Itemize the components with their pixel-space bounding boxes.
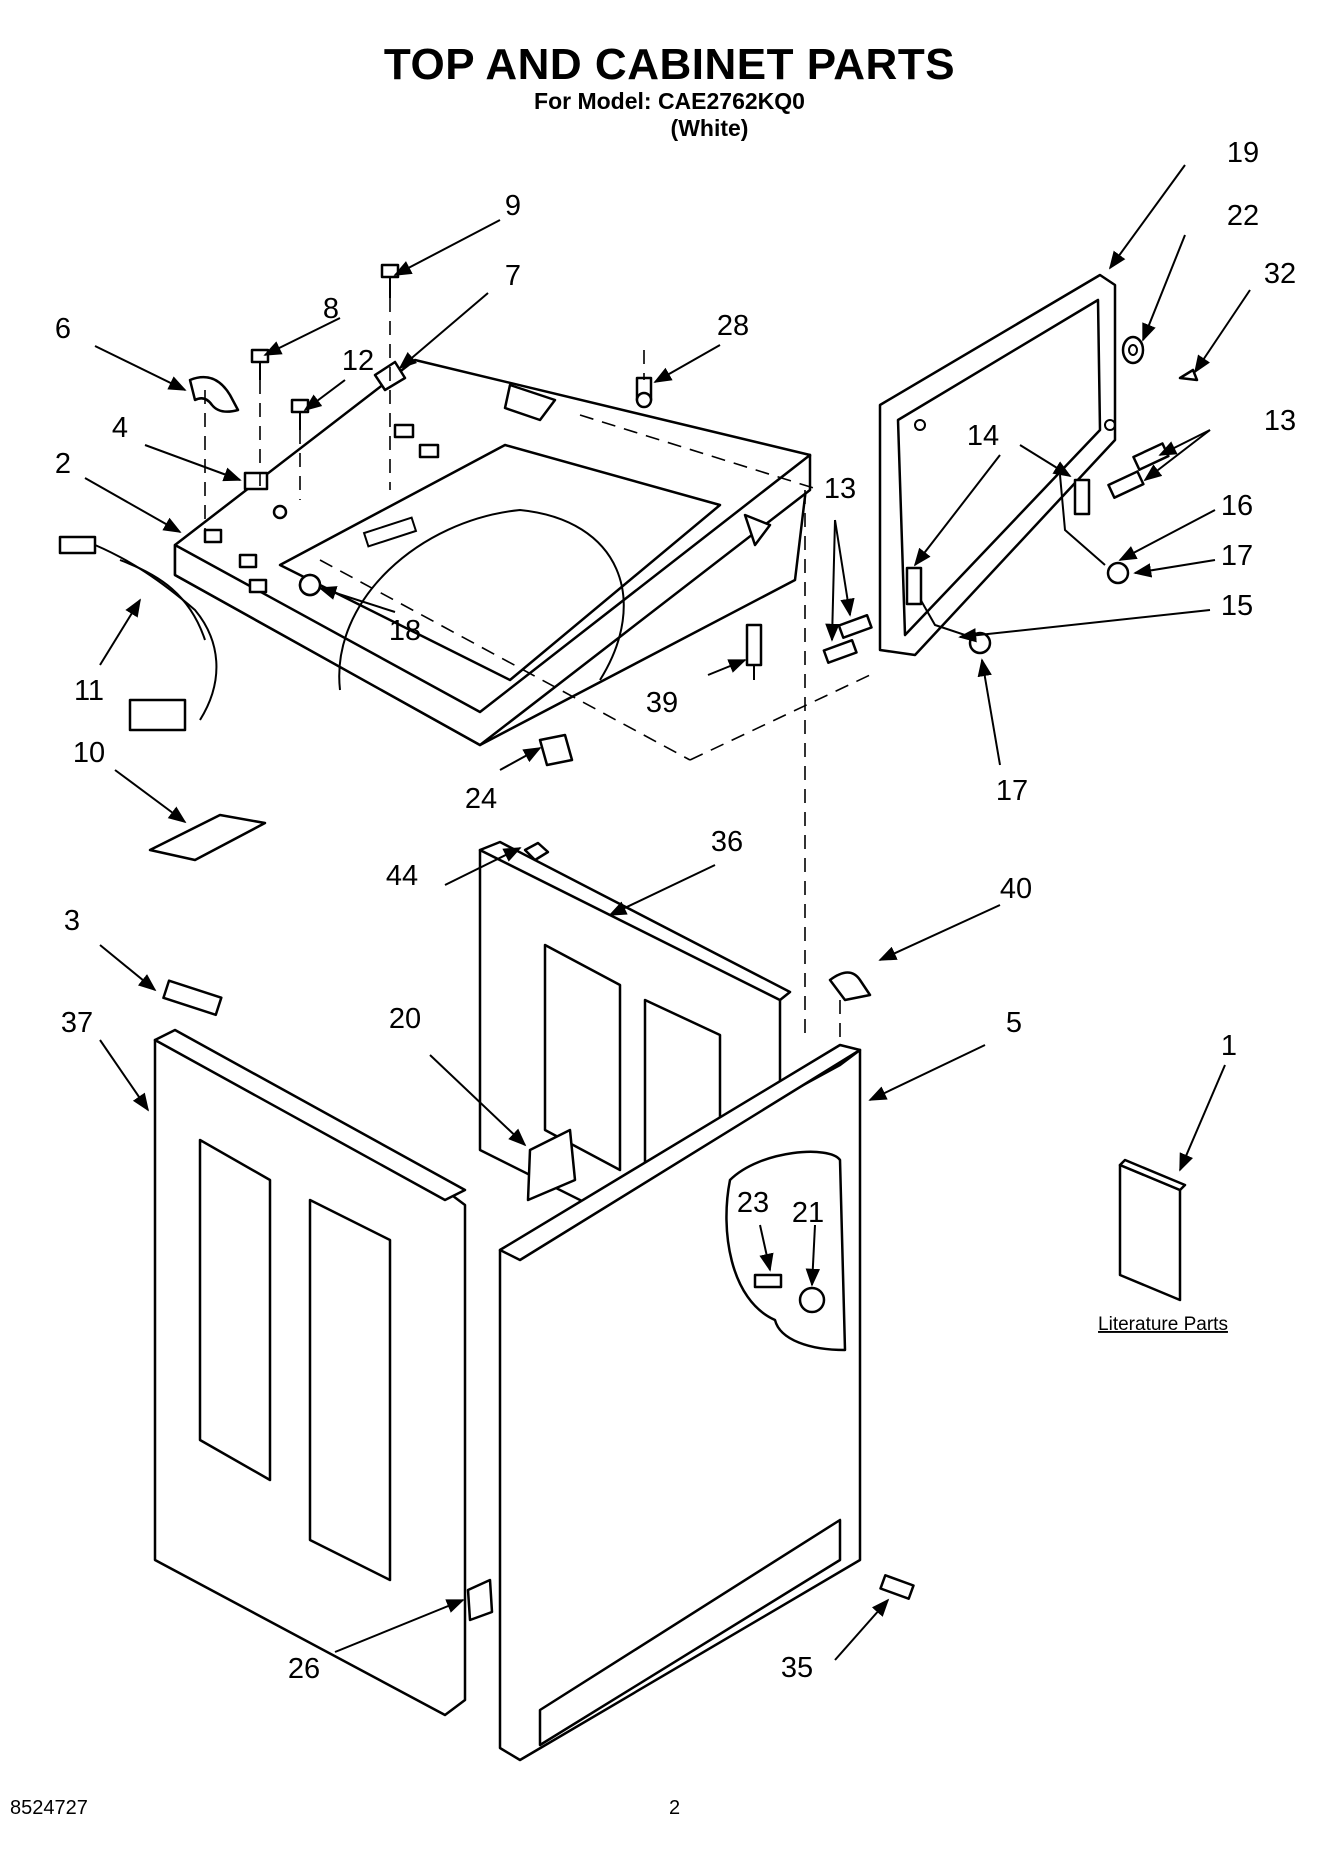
callout-5: 5	[1006, 1007, 1022, 1039]
callout-35: 35	[781, 1652, 813, 1684]
callout-37: 37	[61, 1007, 93, 1039]
front-panel-5	[498, 1043, 862, 1762]
callout-7: 7	[505, 260, 521, 292]
clip-6	[188, 375, 240, 413]
callout-18: 18	[389, 615, 421, 647]
screw-12	[290, 398, 310, 430]
callout-6: 6	[55, 313, 71, 345]
hinge-rod	[1059, 474, 1106, 566]
callout-21: 21	[792, 1197, 824, 1229]
grommet-18	[298, 573, 322, 597]
washer-top	[173, 358, 812, 747]
plug-32	[1178, 368, 1199, 382]
callout-1: 1	[1221, 1030, 1237, 1062]
literature-book	[1118, 1158, 1187, 1302]
screw-23	[753, 1273, 783, 1289]
bushing-22	[1121, 335, 1145, 365]
nut-44	[523, 841, 550, 862]
bushing-21	[798, 1286, 826, 1314]
callout-32: 32	[1264, 258, 1296, 290]
page-number: 2	[669, 1797, 681, 1819]
guide-line	[689, 674, 871, 761]
switch-39	[745, 623, 763, 680]
bolt-13-left	[822, 613, 873, 664]
callout-9: 9	[505, 190, 521, 222]
callout-labels: 1 2 3 4 5 6 7 8 9 10 11 12 13 13 14 15 1…	[55, 137, 1296, 1685]
callout-2: 2	[55, 448, 71, 480]
callout-16: 16	[1221, 490, 1253, 522]
clip-26	[466, 1578, 494, 1622]
callout-12: 12	[342, 345, 374, 377]
callout-14: 14	[967, 420, 999, 452]
callout-36: 36	[711, 826, 743, 858]
callout-22: 22	[1227, 200, 1259, 232]
callout-8: 8	[323, 293, 339, 325]
guide-line	[319, 559, 691, 761]
screw-9	[380, 263, 400, 298]
callout-40: 40	[1000, 873, 1032, 905]
hinge-bracket	[905, 566, 923, 606]
bracket-20	[526, 1128, 577, 1202]
document-number: 8524727	[10, 1797, 88, 1819]
nut-4	[243, 471, 269, 491]
callout-23: 23	[737, 1187, 769, 1219]
callout-11: 11	[74, 675, 104, 707]
label-10	[148, 813, 267, 862]
callout-10: 10	[73, 737, 105, 769]
callout-17-right: 17	[1221, 540, 1253, 572]
bolt-13-right	[1107, 442, 1170, 499]
screw-35	[879, 1574, 915, 1600]
lid-frame	[878, 273, 1117, 657]
bushing-17-a	[1106, 561, 1130, 585]
callout-28: 28	[717, 310, 749, 342]
callout-leaders	[84, 164, 1251, 1661]
pad-3	[162, 979, 223, 1017]
literature-parts-label: Literature Parts	[1098, 1314, 1228, 1335]
hinge-bracket	[1073, 478, 1091, 516]
callout-39: 39	[646, 687, 678, 719]
color-variant: (White)	[670, 115, 749, 141]
wire-harness-11	[58, 535, 218, 732]
foot-24	[538, 733, 574, 767]
guide-line	[579, 414, 821, 491]
callout-44: 44	[386, 860, 418, 892]
screw-28	[635, 376, 653, 409]
callout-24: 24	[465, 783, 497, 815]
callout-20: 20	[389, 1003, 421, 1035]
callout-19: 19	[1227, 137, 1259, 169]
left-side-panel-37	[153, 979, 494, 1717]
callout-4: 4	[112, 412, 128, 444]
callout-3: 3	[64, 905, 80, 937]
callout-15: 15	[1221, 590, 1253, 622]
model-line: For Model: CAE2762KQ0	[534, 88, 805, 114]
clip-40	[828, 971, 872, 1002]
callout-26: 26	[288, 1653, 320, 1685]
page-title: TOP AND CABINET PARTS	[383, 40, 956, 89]
callout-13-left: 13	[824, 473, 856, 505]
callout-13-right: 13	[1264, 405, 1296, 437]
callout-17-bottom: 17	[996, 775, 1028, 807]
